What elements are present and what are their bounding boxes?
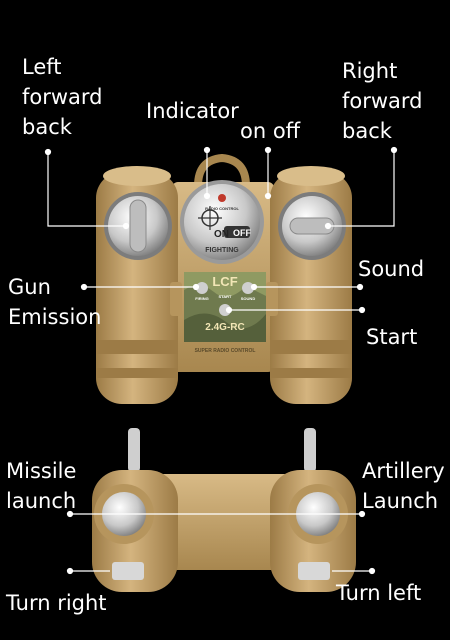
camo-panel bbox=[184, 272, 266, 342]
right-joystick[interactable] bbox=[278, 192, 346, 260]
turn-right-button[interactable] bbox=[112, 562, 144, 580]
label-left-forward-back: Left forward back bbox=[22, 55, 103, 139]
start-small-text: START bbox=[218, 294, 232, 299]
label-turn-left: Turn left bbox=[336, 581, 422, 605]
label-artillery-launch: Artillery Launch bbox=[362, 459, 445, 513]
bottom-center-body bbox=[160, 474, 288, 570]
label-missile-launch: Missile launch bbox=[6, 459, 77, 513]
top-controller bbox=[96, 153, 352, 404]
sound-small-text: SOUND bbox=[241, 296, 256, 301]
start-button[interactable] bbox=[219, 304, 231, 316]
label-sound: Sound bbox=[358, 257, 425, 281]
switch-badge-text: FIGHTING bbox=[205, 247, 239, 254]
sound-button[interactable] bbox=[242, 282, 254, 294]
indicator-light bbox=[218, 194, 226, 202]
pointer-lines bbox=[44, 146, 398, 575]
right-antenna bbox=[304, 428, 316, 472]
switch-brand-text: RADIO CONTROL bbox=[205, 206, 239, 211]
label-turn-right: Turn right bbox=[6, 591, 107, 615]
label-right-forward-back: Right forward back bbox=[342, 59, 423, 143]
switch-on-text: ON bbox=[214, 229, 229, 240]
left-antenna bbox=[128, 428, 140, 472]
gun-button[interactable] bbox=[196, 282, 208, 294]
power-switch[interactable] bbox=[180, 180, 264, 264]
turn-left-button[interactable] bbox=[298, 562, 330, 580]
label-start: Start bbox=[366, 325, 418, 349]
left-joystick[interactable] bbox=[104, 192, 172, 260]
label-indicator: Indicator bbox=[146, 99, 239, 123]
tagline-text: SUPER RADIO CONTROL bbox=[195, 348, 256, 354]
bottom-controller bbox=[92, 428, 356, 592]
handle bbox=[194, 153, 250, 187]
device-printed-text: ON OFF RADIO CONTROL FIGHTING LCF START … bbox=[195, 206, 256, 354]
frequency-text: 2.4G-RC bbox=[205, 322, 244, 333]
label-on-off: on off bbox=[240, 119, 301, 143]
brand-text: LCF bbox=[212, 274, 237, 289]
switch-off-text: OFF bbox=[233, 228, 251, 238]
label-gun-emission: Gun Emission bbox=[8, 275, 102, 329]
firing-small-text: FIRING bbox=[195, 296, 209, 301]
